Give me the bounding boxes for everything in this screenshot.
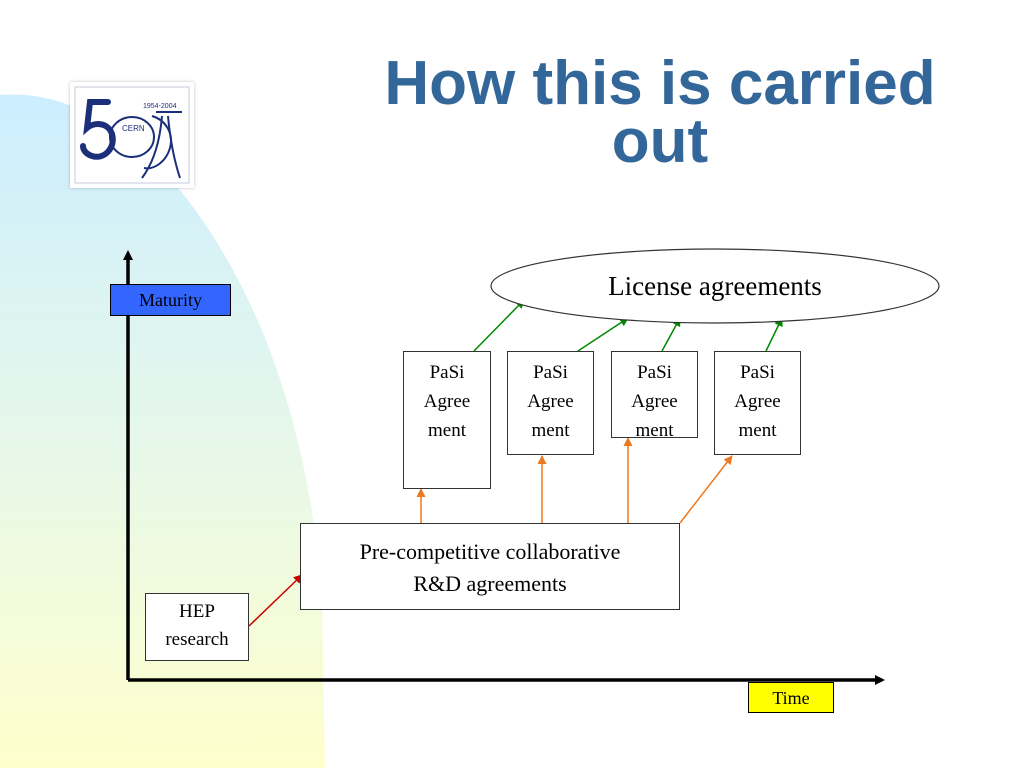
pasi-4-line2: Agree xyxy=(734,391,781,412)
pasi-1-line3: ment xyxy=(428,420,466,441)
pasi-3-line2: Agree xyxy=(631,391,678,412)
pasi-4-line1: PaSi xyxy=(740,362,775,383)
time-axis-label: Time xyxy=(748,682,834,713)
slide-title-line1: How this is carried xyxy=(384,49,936,118)
arrow-hep-to-precompetitive xyxy=(248,574,303,627)
slide-title-line2: out xyxy=(611,107,709,176)
pasi-1-line1: PaSi xyxy=(429,362,465,383)
arrow-pasi-2-to-license xyxy=(577,317,629,352)
cern-50-logo-graphic xyxy=(74,86,190,184)
pasi-agreement-box-1: PaSi Agree ment xyxy=(403,351,491,489)
precompetitive-line1: Pre-competitive collaborative xyxy=(359,539,621,564)
hep-line2: research xyxy=(165,629,229,650)
pasi-2-line2: Agree xyxy=(527,391,574,412)
logo-cern-text: CERN xyxy=(122,124,145,133)
hep-research-box: HEP research xyxy=(145,593,249,661)
arrow-precomp-to-pasi-4 xyxy=(679,455,733,524)
pasi-agreement-box-4: PaSi Agree ment xyxy=(714,351,801,455)
logo-years: 1954-2004 xyxy=(143,103,177,110)
precompetitive-line2: R&D agreements xyxy=(413,571,567,596)
arrow-pasi-4-to-license xyxy=(765,317,783,352)
pasi-agreement-box-2: PaSi Agree ment xyxy=(507,351,594,455)
pasi-agreement-box-3: PaSi Agree ment xyxy=(611,351,698,441)
cern-50-logo: 1954-2004 CERN xyxy=(70,82,194,188)
pasi-3-line1: PaSi xyxy=(637,362,672,383)
maturity-axis-label: Maturity xyxy=(110,284,231,316)
pasi-2-line1: PaSi xyxy=(533,362,568,383)
slide-title: How this is carried out xyxy=(330,49,990,176)
pasi-2-line3: ment xyxy=(531,420,570,441)
license-ellipse-shape xyxy=(490,248,940,324)
pasi-1-line2: Agree xyxy=(423,391,471,412)
license-agreements-label: License agreements xyxy=(608,271,822,301)
pasi-4-line3: ment xyxy=(738,420,777,441)
arrow-pasi-1-to-license xyxy=(473,299,525,352)
pasi-3-line3: ment xyxy=(635,420,674,441)
arrow-pasi-3-to-license xyxy=(661,317,681,352)
hep-line1: HEP xyxy=(179,601,215,622)
precompetitive-rd-box: Pre-competitive collaborative R&D agreem… xyxy=(300,523,680,610)
